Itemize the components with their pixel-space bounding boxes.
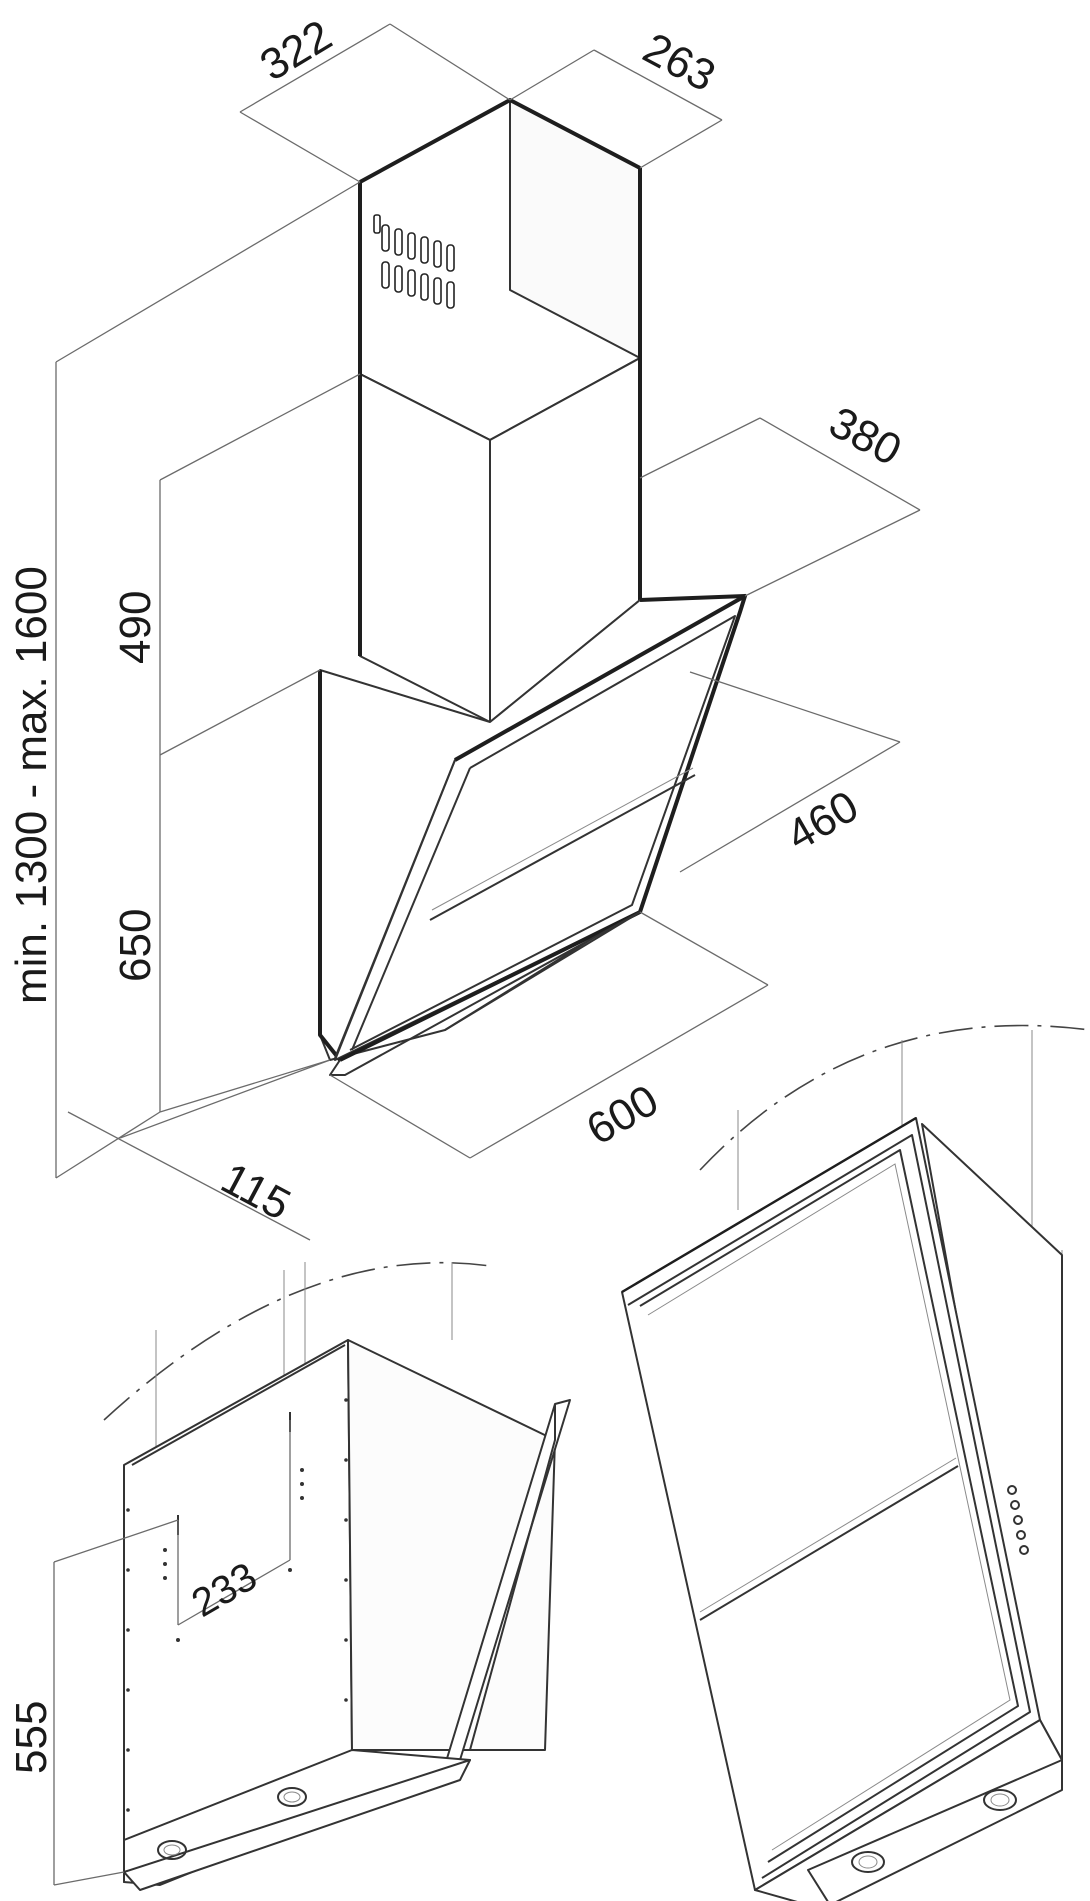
- main-hood-view: 322 263 380 460 600 115 490 650 min. 130…: [7, 11, 921, 1241]
- dimension-lines: [55, 23, 921, 1241]
- control-buttons: [1007, 1485, 1029, 1555]
- dim-hood-depth: 380: [821, 398, 909, 476]
- mounting-back-view: 233 555: [7, 1261, 571, 1891]
- dim-total-height: min. 1300 - max. 1600: [7, 566, 56, 1004]
- dim-mount-height: 555: [7, 1701, 56, 1774]
- vent-slots: [373, 214, 455, 309]
- dim-upper-chimney: 490: [111, 591, 160, 664]
- dim-lower-height: 650: [111, 909, 160, 982]
- mount-screw-dots: [126, 1398, 348, 1812]
- dim-hood-width-top: 460: [779, 782, 867, 861]
- dim-wall-offset: 115: [213, 1154, 298, 1230]
- installed-perspective-view: [621, 1024, 1090, 1901]
- dim-chimney-depth: 263: [635, 24, 723, 102]
- dim-chimney-width: 322: [252, 11, 340, 91]
